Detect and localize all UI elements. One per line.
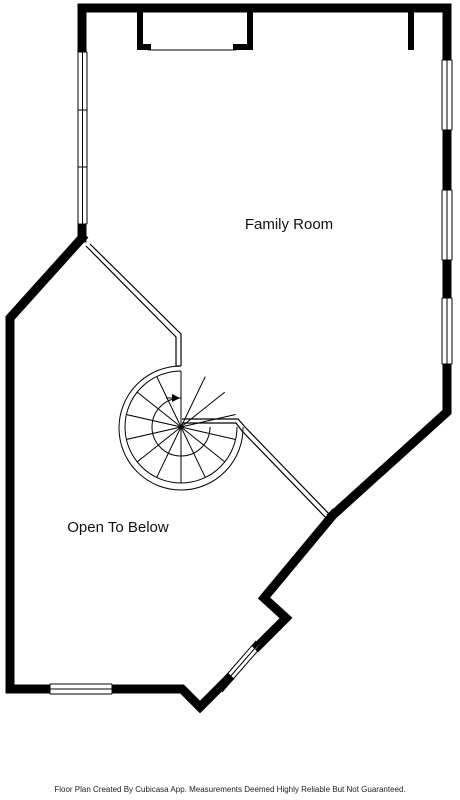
stair-tread: [126, 414, 182, 428]
stair-tread: [180, 426, 206, 478]
top-center-stub: [233, 7, 253, 50]
stair-tread: [156, 376, 182, 428]
family-room-wall: [77, 3, 452, 522]
lower-right-wall: [251, 508, 340, 653]
bottom-window: [49, 683, 113, 695]
arrow-icon: [166, 394, 180, 402]
open-to-below-wall: [5, 231, 235, 714]
railing: [85, 243, 334, 522]
stair-tread: [156, 426, 182, 478]
angled-window: [215, 640, 263, 693]
stair-tread: [126, 426, 182, 440]
stair-tread: [180, 426, 226, 463]
stair-tread: [136, 426, 182, 463]
stair-tread: [180, 426, 236, 440]
spiral-staircase: [118, 365, 244, 491]
stair-tread: [180, 414, 236, 428]
top-left-stub: [137, 7, 151, 50]
room-label-open-to-below: Open To Below: [67, 519, 169, 536]
stair-tread: [136, 391, 182, 428]
room-label-family-room: Family Room: [245, 216, 333, 233]
stair-tread: [180, 376, 206, 428]
right-windows: [441, 59, 453, 365]
stair-tread: [180, 391, 226, 428]
left-windows: [77, 51, 88, 225]
footer-credit: Floor Plan Created By Cubicasa App. Meas…: [54, 785, 406, 794]
